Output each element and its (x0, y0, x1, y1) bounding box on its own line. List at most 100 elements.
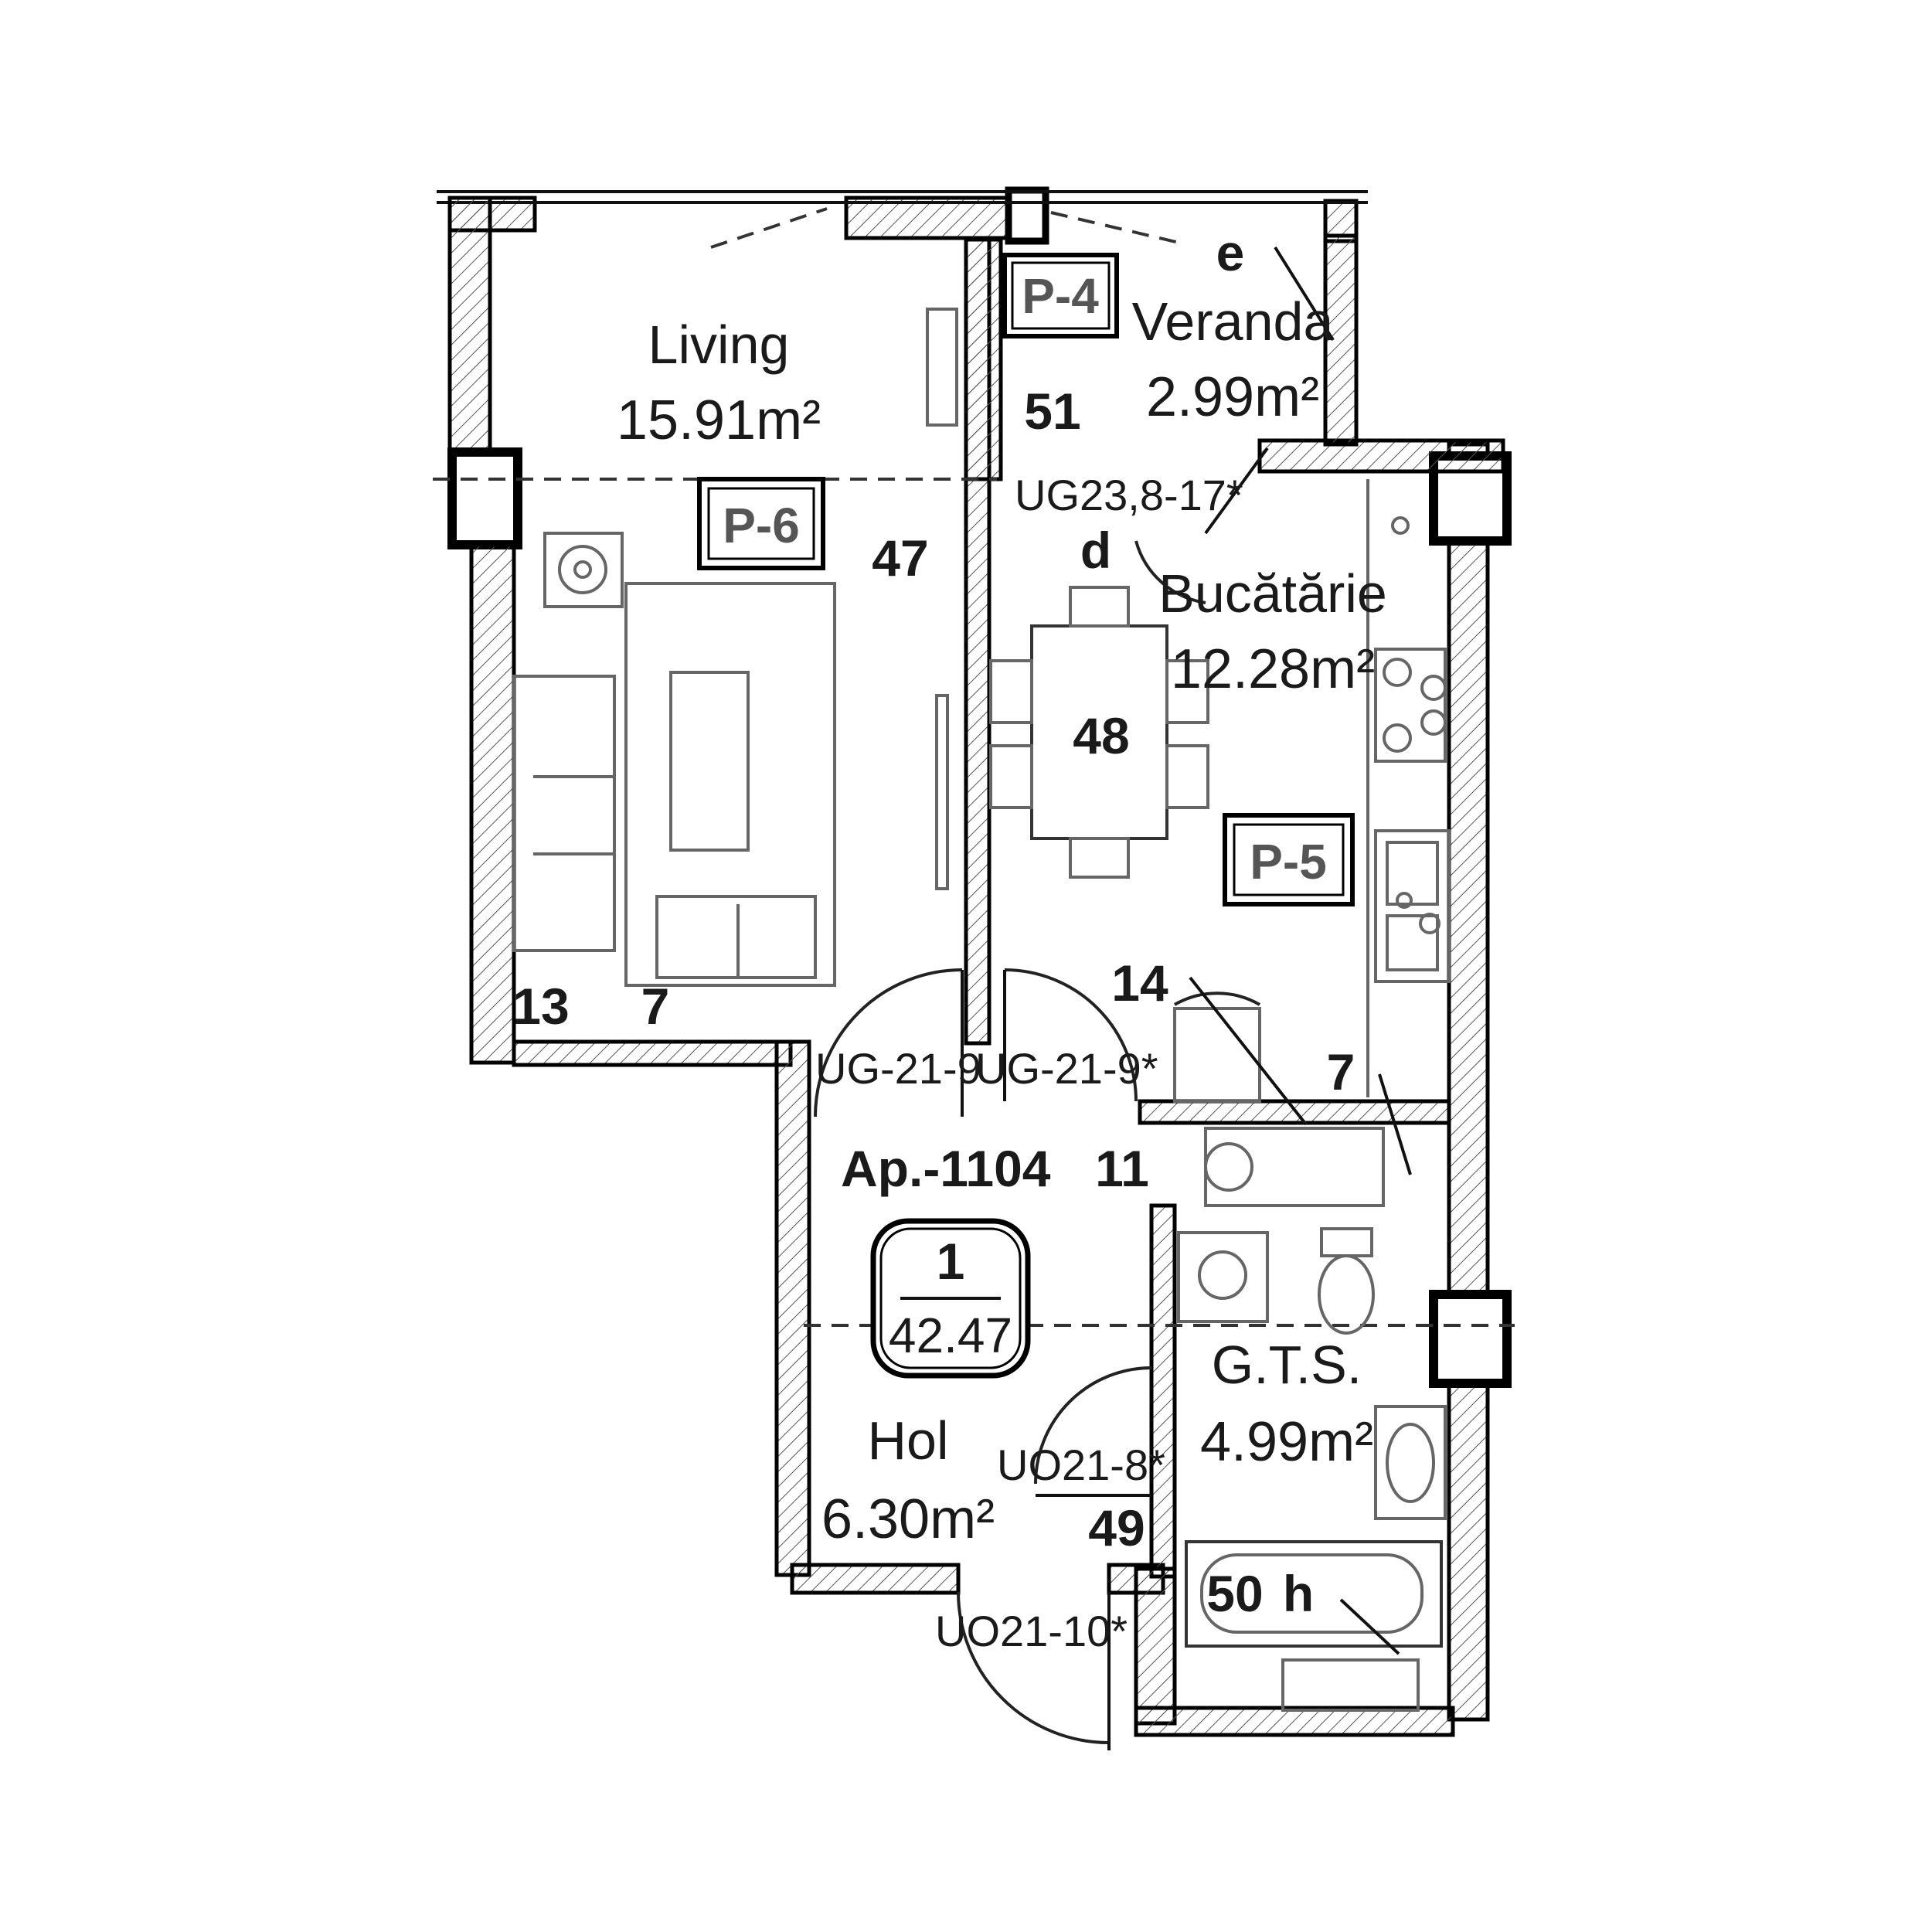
leader-line (1189, 976, 1308, 1126)
wall-bath-left-lower (1134, 1566, 1177, 1726)
kitchen-furniture (989, 479, 1451, 1103)
number-7-living: 7 (641, 978, 670, 1035)
apartment-badge: 1 42.47 (870, 1218, 1031, 1379)
leader-line (1378, 1073, 1412, 1175)
wall-kitchen-top (1257, 438, 1505, 474)
apartment-rooms-count: 1 (937, 1233, 965, 1290)
door-living-arc (814, 968, 963, 1117)
code-door-bath: UO21-8* (997, 1440, 1165, 1489)
door-bath-arc (1034, 1366, 1152, 1485)
tv-unit (935, 694, 949, 890)
door-entry-arc (957, 1591, 1110, 1744)
wall-bath-bottom (1134, 1706, 1455, 1737)
wall-veranda-right (1323, 233, 1359, 447)
veranda-name: Veranda (1132, 291, 1334, 352)
code-door-entry: UO21-10* (935, 1607, 1128, 1655)
column-left (447, 447, 522, 549)
chair (1165, 744, 1209, 809)
window-kitchen-arc (1134, 540, 1206, 604)
number-48: 48 (1073, 707, 1129, 764)
living-area: 15.91m² (617, 389, 821, 451)
wall-left-lower (469, 543, 516, 1065)
tag-p5: P-5 (1223, 813, 1355, 906)
boiler (1204, 1127, 1385, 1207)
column-right-mid (1429, 1290, 1512, 1388)
armchair (655, 895, 817, 979)
wall-bath-left (1149, 1203, 1177, 1579)
bathroom-name: G.T.S. (1212, 1335, 1362, 1395)
wall-hall-bottom (790, 1563, 961, 1595)
tag-p6-label: P-6 (723, 498, 800, 553)
burner-icon (1383, 723, 1412, 753)
wall-top-mid (844, 196, 1011, 240)
lamp-center-icon (573, 560, 592, 579)
chair (1069, 837, 1130, 879)
apartment-label: Ap.-1104 (841, 1140, 1051, 1197)
door-kitchen-arc (1004, 968, 1138, 1102)
chair (1165, 659, 1209, 724)
label-h: h (1283, 1565, 1314, 1622)
label-d: d (1080, 522, 1111, 579)
toilet-tank (1320, 1227, 1373, 1257)
code-door-living: UG-21-9 (815, 1044, 981, 1093)
sink-bowl (1386, 914, 1439, 971)
wall-right (1447, 442, 1490, 1722)
chair (989, 744, 1033, 809)
code-window-kitchen: UG23,8-17* (1015, 471, 1243, 519)
wall-left-upper (447, 196, 492, 455)
radiator-bath (1281, 1658, 1420, 1712)
doors (814, 447, 1269, 1750)
burner-icon (1383, 658, 1412, 687)
wall-veranda-left (964, 237, 1003, 481)
vent-icon (1391, 516, 1410, 535)
tag-p5-label: P-5 (1250, 834, 1327, 889)
window-kitchen-leaf (1204, 447, 1269, 535)
number-7-kitchen: 7 (1327, 1043, 1355, 1100)
walls (437, 186, 1512, 1737)
living-name: Living (648, 315, 790, 375)
tag-p4: P-4 (1002, 253, 1119, 338)
sink-tap-icon (1396, 892, 1413, 909)
burner-icon (1420, 675, 1447, 701)
number-11: 11 (1095, 1140, 1149, 1197)
window-swing-veranda (1050, 211, 1183, 245)
washbasin-bowl (1386, 1423, 1435, 1503)
lamp-icon (558, 545, 607, 594)
coffee-table (669, 671, 750, 852)
washbasin (1374, 1405, 1447, 1520)
apartment-total-area: 42.47 (889, 1308, 1012, 1363)
label-e: e (1216, 224, 1245, 281)
leader-line (1339, 1598, 1400, 1655)
hall-area: 6.30m² (821, 1488, 995, 1550)
kitchen-area: 12.28m² (1171, 638, 1375, 700)
column-top (1005, 186, 1049, 245)
rug (624, 582, 836, 987)
number-50: 50 (1206, 1565, 1263, 1622)
washer-drum-icon (1198, 1250, 1247, 1300)
sink-tap-icon (1419, 913, 1440, 934)
number-49: 49 (1088, 1499, 1145, 1556)
burner-icon (1420, 709, 1447, 736)
bathroom-area: 4.99m² (1200, 1411, 1373, 1473)
wall-kitchen-bottom (1138, 1099, 1451, 1125)
chair (989, 659, 1033, 724)
number-14: 14 (1111, 954, 1168, 1012)
number-51: 51 (1024, 383, 1080, 440)
stove (1374, 648, 1447, 763)
number-13: 13 (512, 978, 569, 1035)
bathtub (1185, 1540, 1443, 1648)
wall-bottom-living (512, 1039, 793, 1067)
sink (1374, 829, 1451, 983)
bathtub-inner (1200, 1553, 1423, 1634)
leader-line (1274, 246, 1335, 342)
living-furniture (512, 308, 958, 987)
washing-machine (1177, 1231, 1269, 1323)
kitchen-name: Bucătărie (1158, 563, 1387, 624)
toilet-bowl (1318, 1254, 1375, 1335)
radiator (926, 308, 958, 427)
veranda-area: 2.99m² (1146, 366, 1319, 428)
number-47: 47 (872, 529, 928, 587)
hall-name: Hol (867, 1410, 948, 1471)
lamp-table (543, 532, 624, 608)
